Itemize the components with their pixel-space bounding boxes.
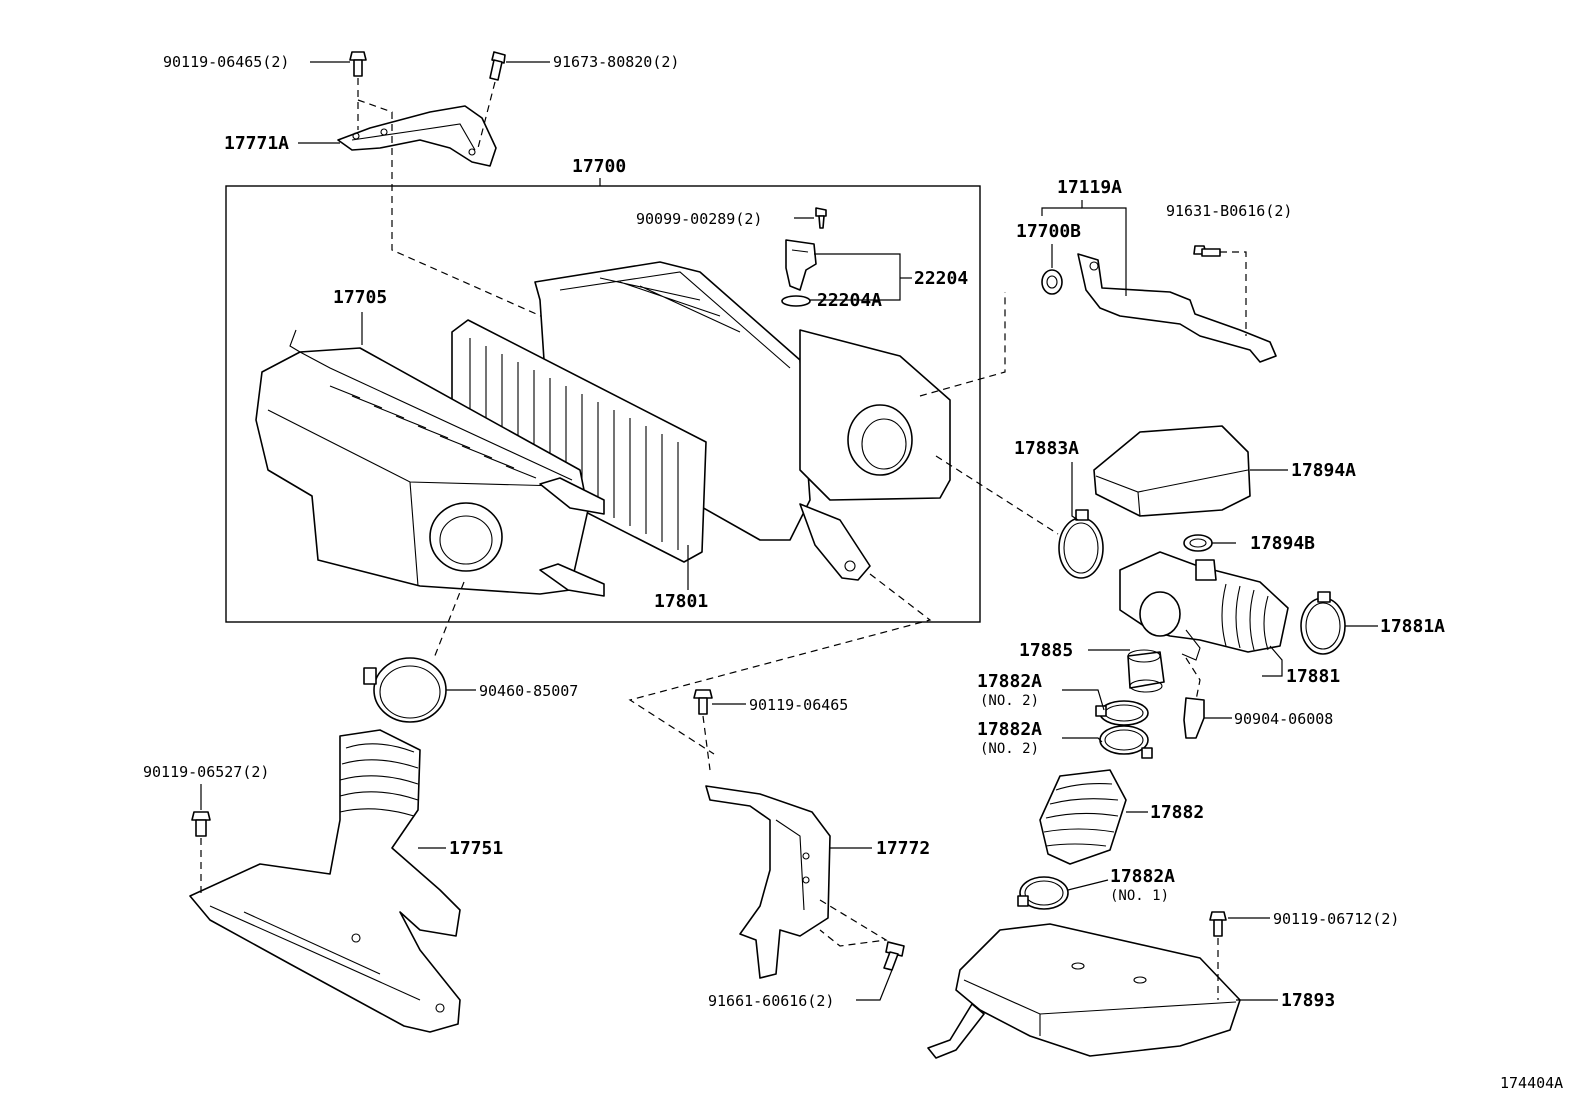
label-22204: 22204: [914, 268, 968, 289]
assembly-box-17700: [225, 185, 981, 623]
clamp-17882a-no1: [1017, 876, 1069, 910]
bolt-91631-b0616: [1193, 245, 1221, 257]
intake-hose-17881: [1119, 551, 1289, 661]
label-no1: (NO. 1): [1110, 888, 1169, 904]
label-17882: 17882: [1150, 802, 1204, 823]
label-90119-06527-2: 90119-06527(2): [143, 763, 269, 781]
label-17894b: 17894B: [1250, 533, 1315, 554]
o-ring-22204a: [781, 295, 811, 307]
clamp-90460-85007: [363, 657, 447, 723]
bracket-17771a: [337, 105, 497, 167]
label-90119-06465-mid: 90119-06465: [749, 696, 848, 714]
label-91661-60616-2: 91661-60616(2): [708, 992, 834, 1010]
screw-90099-00289: [815, 207, 827, 229]
bolt-90119-06527: [191, 811, 211, 837]
label-91631-b0616-2: 91631-B0616(2): [1166, 202, 1292, 220]
label-90099-00289-2: 90099-00289(2): [636, 210, 762, 228]
label-90904-06008: 90904-06008: [1234, 710, 1333, 728]
label-17751: 17751: [449, 838, 503, 859]
air-duct-17751: [189, 729, 461, 1033]
leader-lines: [200, 61, 1378, 1001]
label-17882a-no2-a: 17882A: [977, 671, 1042, 692]
label-17882a-no1: 17882A: [1110, 866, 1175, 887]
grommet-17700b: [1041, 269, 1063, 295]
air-cleaner-cap-17705: [255, 329, 605, 597]
bracket-17119a: [1077, 253, 1277, 363]
label-17771a: 17771A: [224, 133, 289, 154]
label-17893: 17893: [1281, 990, 1335, 1011]
label-17883a: 17883A: [1014, 438, 1079, 459]
label-17801: 17801: [654, 591, 708, 612]
label-17700: 17700: [572, 156, 626, 177]
bolt-90119-06465-mid: [693, 689, 713, 715]
label-17700b: 17700B: [1016, 221, 1081, 242]
diagram-id: 174404A: [1500, 1074, 1563, 1092]
clamp-17882a-no2-a: [1095, 700, 1149, 726]
valve-90904-06008: [1183, 697, 1205, 739]
label-17119a: 17119A: [1057, 177, 1122, 198]
label-17885: 17885: [1019, 640, 1073, 661]
airflow-sensor-22204: [785, 239, 817, 291]
clamp-17882a-no2-b: [1099, 725, 1153, 759]
air-cleaner-case: [534, 261, 951, 581]
sleeve-17885: [1127, 649, 1165, 693]
label-no2-b: (NO. 2): [980, 741, 1039, 757]
resonator-17893: [927, 923, 1241, 1059]
clamp-17881a: [1300, 591, 1346, 655]
bolt-90119-06465-top: [349, 51, 367, 77]
resonator-17894a: [1093, 425, 1251, 517]
part-labels: 90119-06465(2) 91673-80820(2) 17771A 177…: [143, 53, 1563, 1092]
label-no2-a: (NO. 2): [980, 693, 1039, 709]
label-91673-80820-2: 91673-80820(2): [553, 53, 679, 71]
label-90119-06465-2: 90119-06465(2): [163, 53, 289, 71]
label-17882a-no2-b: 17882A: [977, 719, 1042, 740]
clamp-17883a: [1058, 509, 1104, 579]
label-17881a: 17881A: [1380, 616, 1445, 637]
bolt-91661-60616: [883, 941, 905, 971]
label-22204a: 22204A: [817, 290, 882, 311]
label-17772: 17772: [876, 838, 930, 859]
hose-17882: [1039, 769, 1127, 865]
grommet-17894b: [1183, 534, 1213, 552]
label-17881: 17881: [1286, 666, 1340, 687]
bracket-17772: [705, 785, 831, 979]
label-17894a: 17894A: [1291, 460, 1356, 481]
bolt-90119-06712: [1209, 911, 1227, 937]
bolt-91673-80820: [489, 51, 506, 81]
label-90119-06712-2: 90119-06712(2): [1273, 910, 1399, 928]
label-90460-85007: 90460-85007: [479, 682, 578, 700]
label-17705: 17705: [333, 287, 387, 308]
